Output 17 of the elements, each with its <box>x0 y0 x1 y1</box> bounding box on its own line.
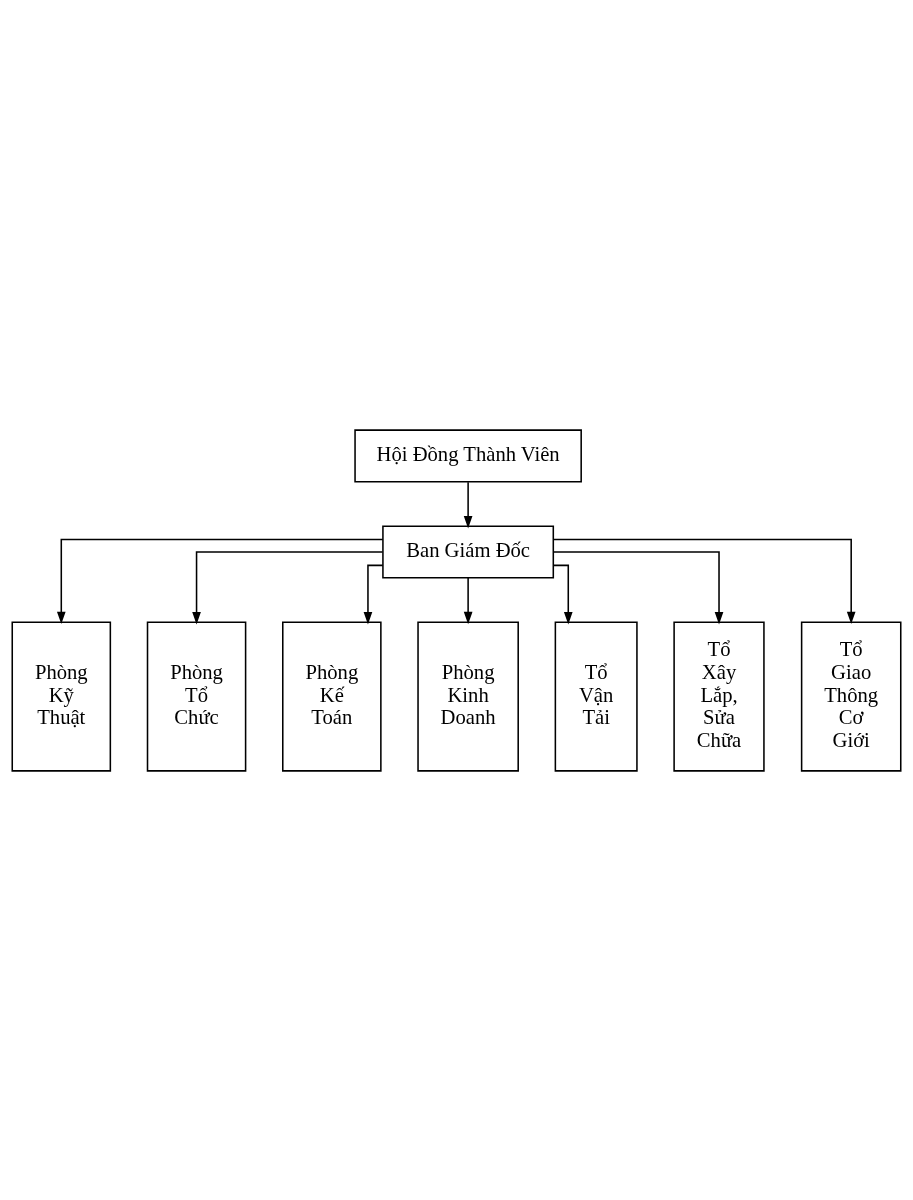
node-box: Tổ Xây Lắp, Sửa Chữa <box>673 620 765 772</box>
arrow <box>552 538 856 624</box>
node-box: Ban Giám Đốc <box>382 524 555 579</box>
arrow <box>463 576 473 624</box>
node-box: Phòng Tổ Chức <box>146 620 247 772</box>
arrow <box>192 550 384 624</box>
arrow <box>552 550 724 624</box>
node-box: Phòng Kế Toán <box>282 620 382 772</box>
node-box: Phòng Kinh Doanh <box>417 620 519 772</box>
arrow <box>463 480 473 528</box>
node-box: Tổ Vận Tải <box>554 620 638 772</box>
node-box: Phòng Kỹ Thuật <box>11 620 112 772</box>
node-box: Tổ Giao Thông Cơ Giới <box>800 620 902 772</box>
node-box: Hội Đồng Thành Viên <box>354 428 582 483</box>
arrow <box>363 564 384 624</box>
arrow <box>56 538 384 624</box>
arrow <box>552 564 573 624</box>
